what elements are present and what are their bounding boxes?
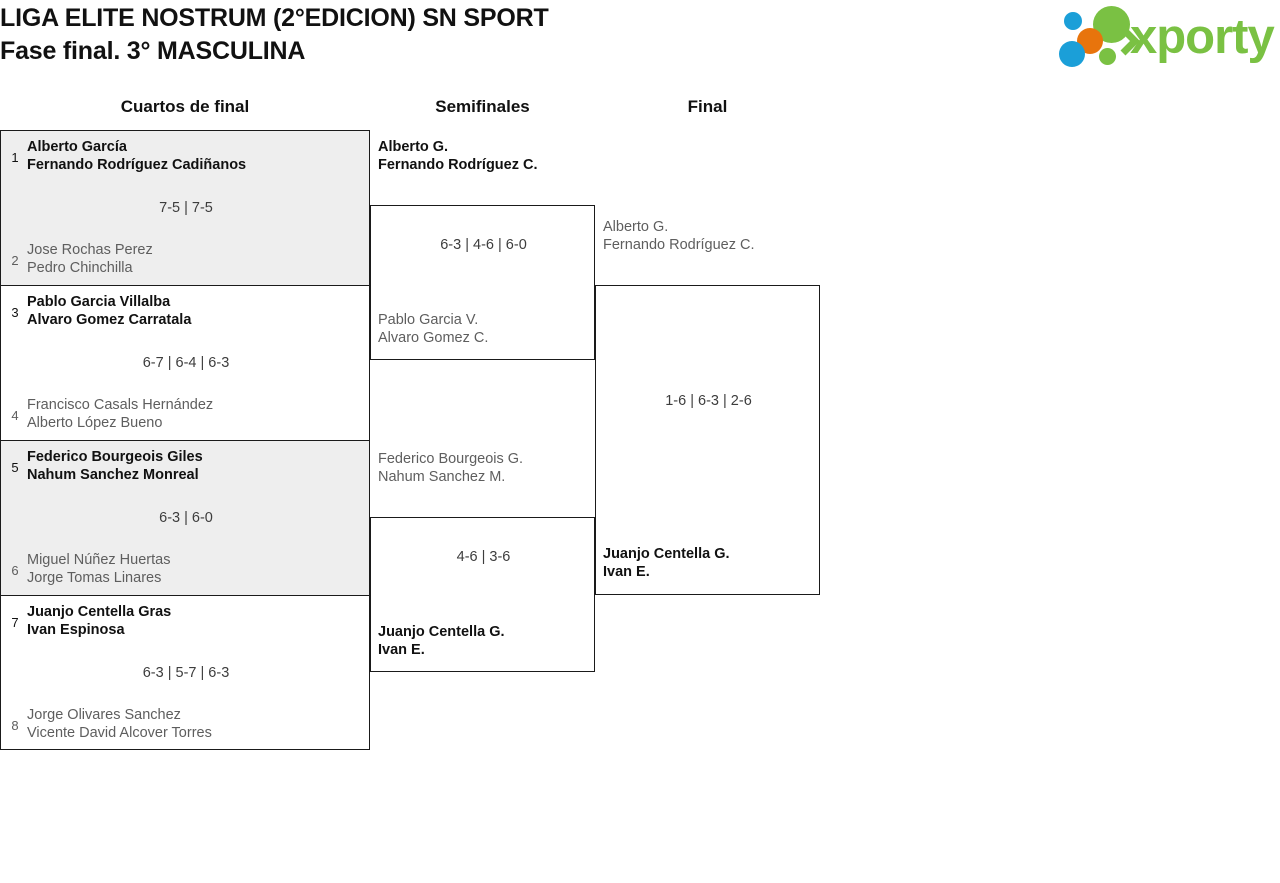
match-score: 6-3 | 4-6 | 6-0 (440, 237, 527, 253)
team-top: Federico Bourgeois Giles Nahum Sanchez M… (27, 448, 357, 484)
match-score: 6-3 | 5-7 | 6-3 (142, 665, 230, 681)
player-name: Pedro Chinchilla (27, 260, 133, 276)
player-name: Alberto G. (378, 139, 449, 155)
match-score: 4-6 | 3-6 (456, 549, 511, 565)
player-name: Ivan Espinosa (27, 622, 125, 638)
seed-number: 3 (11, 305, 19, 320)
player-name: Alberto García (27, 139, 127, 155)
player-name: Jorge Olivares Sanchez (27, 707, 181, 723)
team-bottom-champion: Juanjo Centella G. Ivan E. (603, 545, 815, 581)
player-name: Alberto G. (603, 219, 669, 235)
logo-chevron-icon (1120, 26, 1142, 61)
player-name: Nahum Sanchez Monreal (27, 467, 199, 483)
team-top: Alberto G. Fernando Rodríguez C. (378, 138, 590, 174)
match-score: 7-5 | 7-5 (159, 200, 213, 216)
player-name: Fernando Rodríguez Cadiñanos (27, 157, 247, 173)
seed-number: 2 (11, 253, 19, 268)
logo-dots-icon (1058, 4, 1136, 70)
team-bottom: Francisco Casals Hernández Alberto López… (27, 396, 357, 432)
match-score: 6-7 | 6-4 | 6-3 (142, 355, 230, 371)
player-name: Juanjo Centella G. (378, 624, 505, 640)
player-name: Jorge Tomas Linares (27, 570, 162, 586)
xporty-logo[interactable]: xporty (1058, 4, 1275, 70)
player-name: Pablo Garcia V. (378, 312, 479, 328)
player-name: Alberto López Bueno (27, 415, 163, 431)
team-bottom: Pablo Garcia V. Alvaro Gomez C. (378, 311, 590, 347)
match-semifinal-2[interactable]: Federico Bourgeois G. Nahum Sanchez M. 4… (370, 451, 595, 672)
player-name: Fernando Rodríguez C. (378, 157, 538, 173)
player-name: Francisco Casals Hernández (27, 397, 214, 413)
player-name: Alvaro Gomez C. (378, 330, 489, 346)
seed-number: 7 (11, 615, 19, 630)
team-top: Pablo Garcia Villalba Alvaro Gomez Carra… (27, 293, 357, 329)
player-name: Pablo Garcia Villalba (27, 294, 171, 310)
seed-number: 6 (11, 563, 19, 578)
player-name: Federico Bourgeois Giles (27, 449, 203, 465)
round-header-semifinals: Semifinales (435, 97, 530, 116)
team-top: Alberto García Fernando Rodríguez Cadiña… (27, 138, 357, 174)
team-bottom: Jose Rochas Perez Pedro Chinchilla (27, 241, 357, 277)
player-name: Jose Rochas Perez (27, 242, 153, 258)
team-top: Alberto G. Fernando Rodríguez C. (603, 218, 815, 254)
player-name: Nahum Sanchez M. (378, 469, 506, 485)
team-top: Federico Bourgeois G. Nahum Sanchez M. (378, 450, 590, 486)
tournament-phase: Fase final. 3° MASCULINA (0, 37, 306, 65)
match-quarterfinal-3[interactable]: 5 Federico Bourgeois Giles Nahum Sanchez… (0, 440, 370, 595)
page-title: LIGA ELITE NOSTRUM (2°EDICION) SN SPORT … (0, 2, 900, 68)
team-bottom: Jorge Olivares Sanchez Vicente David Alc… (27, 706, 357, 742)
player-name: Alvaro Gomez Carratala (27, 312, 192, 328)
player-name: Miguel Núñez Huertas (27, 552, 171, 568)
match-quarterfinal-2[interactable]: 3 Pablo Garcia Villalba Alvaro Gomez Car… (0, 285, 370, 440)
logo-wordmark: xporty (1130, 10, 1275, 64)
match-semifinal-1[interactable]: Alberto G. Fernando Rodríguez C. 6-3 | 4… (370, 139, 595, 360)
player-name: Ivan E. (603, 564, 650, 580)
round-header-quarterfinals: Cuartos de final (120, 97, 250, 116)
team-top: Juanjo Centella Gras Ivan Espinosa (27, 603, 357, 639)
round-header-final: Final (687, 97, 728, 116)
player-name: Juanjo Centella Gras (27, 604, 172, 620)
match-final[interactable]: Alberto G. Fernando Rodríguez C. 1-6 | 6… (595, 219, 820, 595)
match-score: 6-3 | 6-0 (159, 510, 213, 526)
logo-dot-blue-small-icon (1064, 12, 1082, 30)
player-name: Vicente David Alcover Torres (27, 725, 212, 741)
player-name: Federico Bourgeois G. (378, 451, 524, 467)
match-quarterfinal-1[interactable]: 1 Alberto García Fernando Rodríguez Cadi… (0, 130, 370, 285)
match-score: 1-6 | 6-3 | 2-6 (665, 393, 752, 409)
player-name: Fernando Rodríguez C. (603, 237, 755, 253)
seed-number: 8 (11, 718, 19, 733)
team-bottom: Miguel Núñez Huertas Jorge Tomas Linares (27, 551, 357, 587)
player-name: Ivan E. (378, 642, 425, 658)
logo-dot-green-small-icon (1099, 48, 1116, 65)
logo-dot-blue-large-icon (1059, 41, 1085, 67)
seed-number: 1 (11, 150, 19, 165)
player-name: Juanjo Centella G. (603, 546, 730, 562)
team-bottom: Juanjo Centella G. Ivan E. (378, 623, 590, 659)
seed-number: 4 (11, 408, 19, 423)
match-quarterfinal-4[interactable]: 7 Juanjo Centella Gras Ivan Espinosa 6-3… (0, 595, 370, 750)
seed-number: 5 (11, 460, 19, 475)
tournament-name: LIGA ELITE NOSTRUM (2°EDICION) SN SPORT (0, 4, 549, 32)
